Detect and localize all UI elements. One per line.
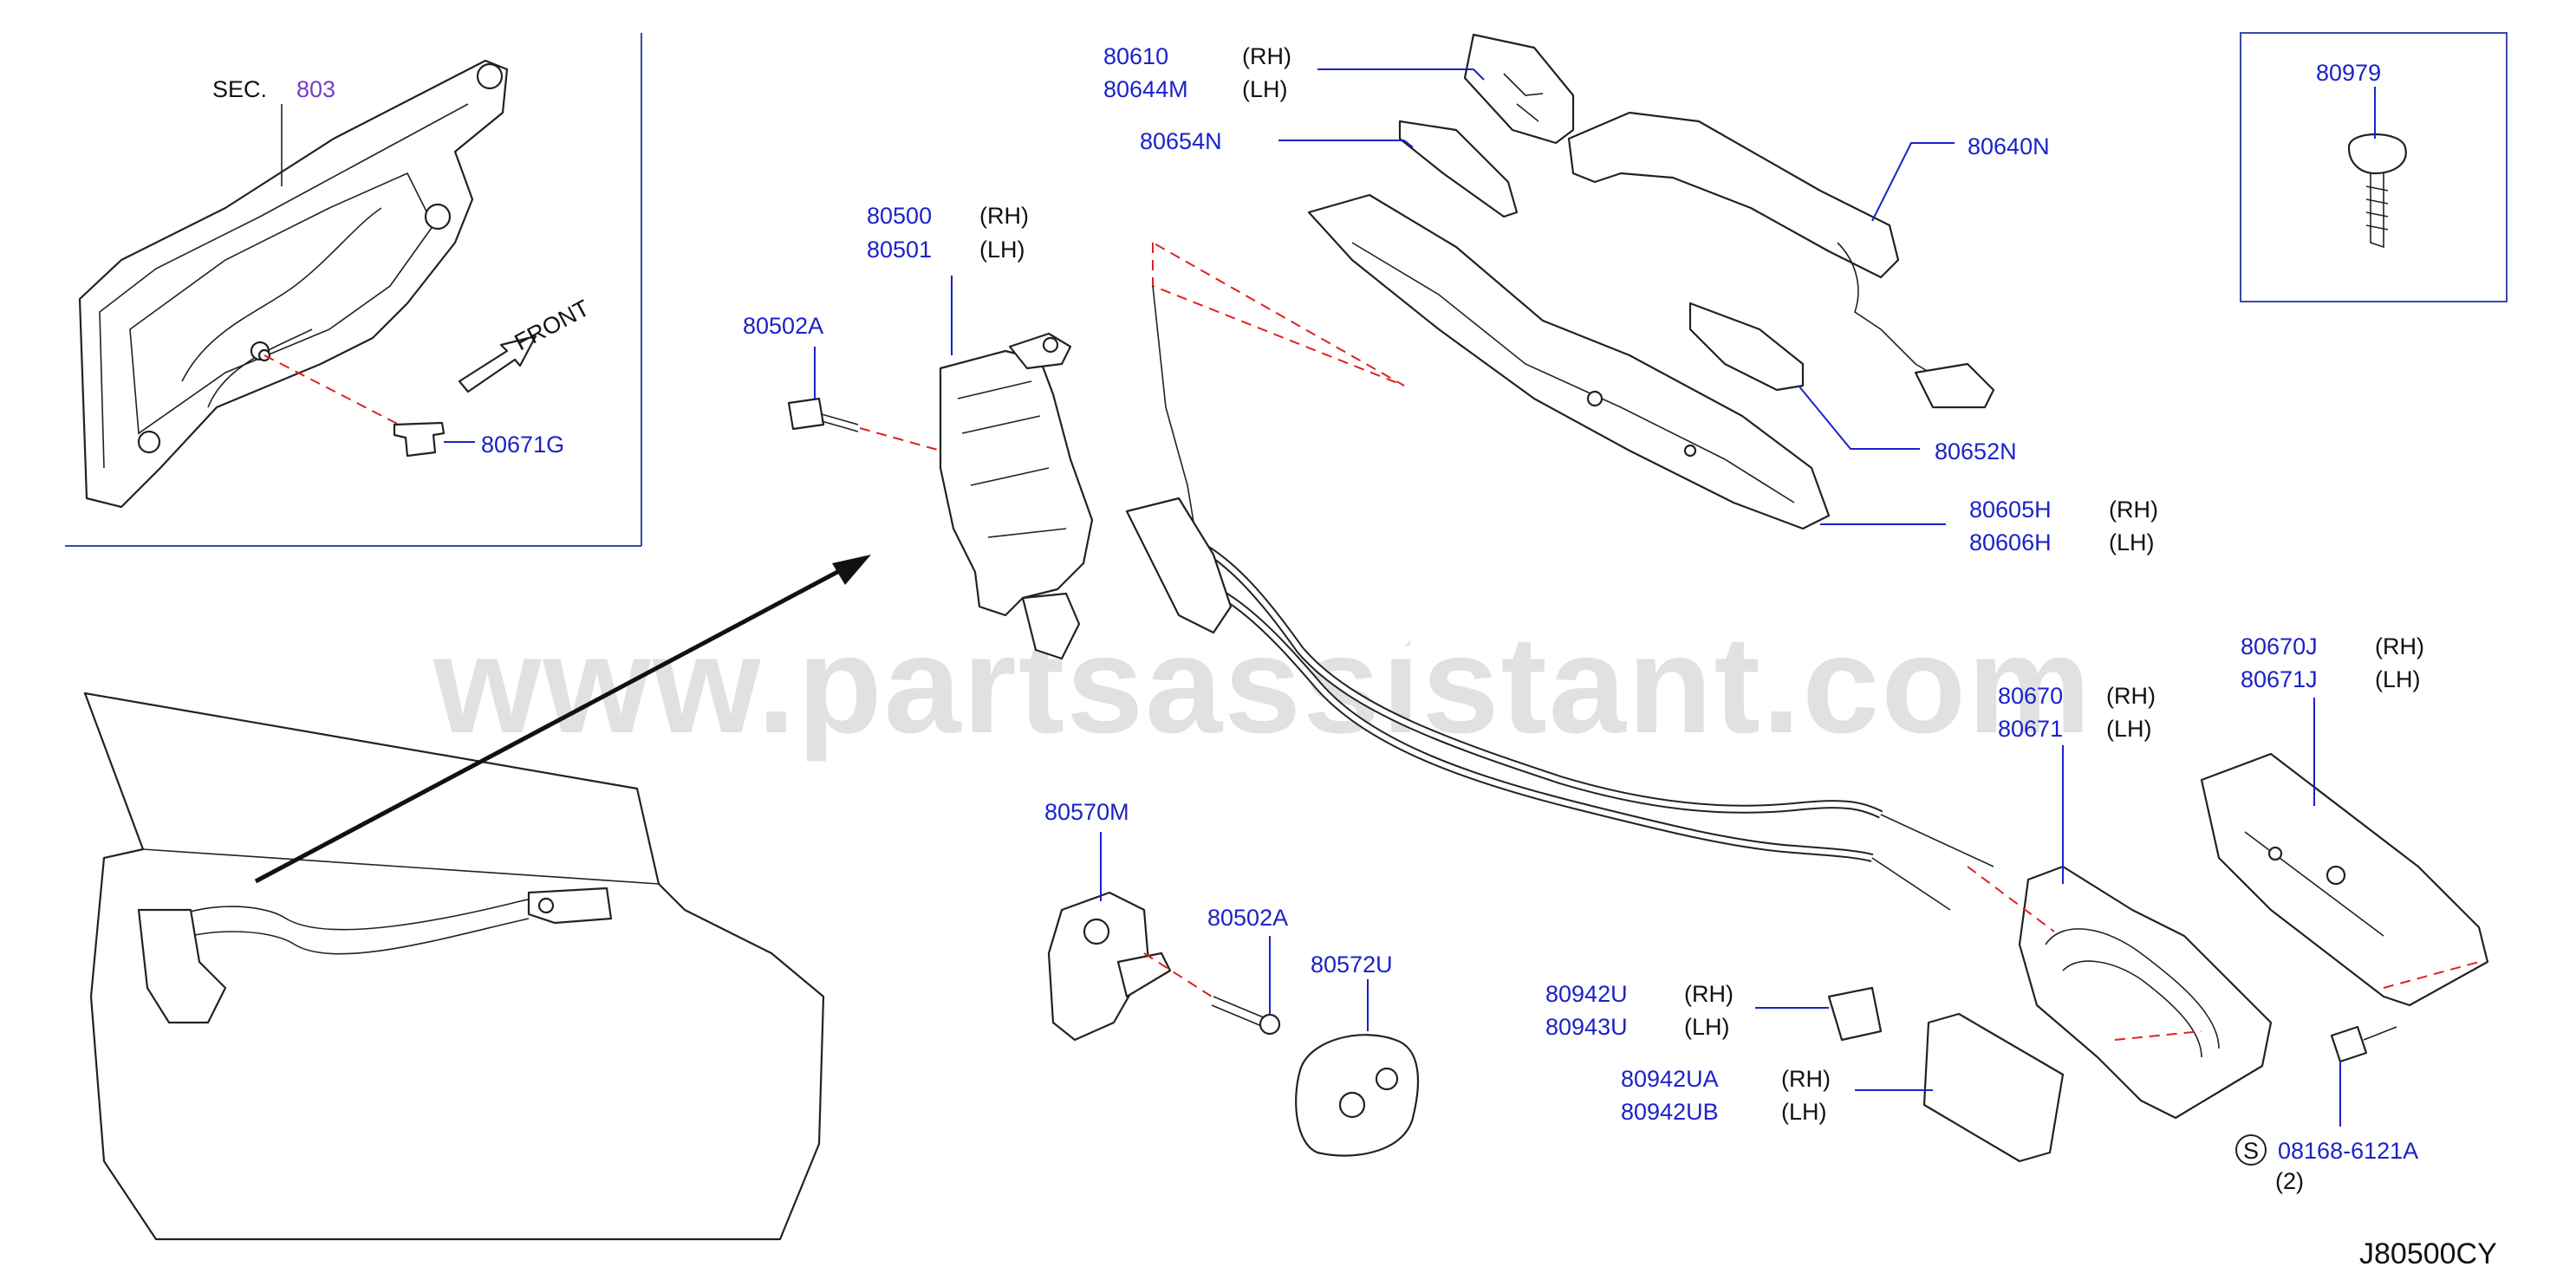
- part-number-80502A-top[interactable]: 80502A: [743, 313, 823, 339]
- part-side-80605H: (RH): [2109, 497, 2158, 523]
- part-number-80654N[interactable]: 80654N: [1140, 128, 1222, 154]
- part-side-80610: (RH): [1242, 43, 1291, 69]
- part-side-80942U: (RH): [1684, 981, 1734, 1007]
- part-number-80652N[interactable]: 80652N: [1935, 438, 2017, 464]
- part-number-80670[interactable]: 80670: [1998, 683, 2063, 709]
- part-number-80572U[interactable]: 80572U: [1311, 952, 1393, 977]
- part-side-80671: (LH): [2106, 716, 2152, 742]
- part-number-80942UB[interactable]: 80942UB: [1621, 1099, 1719, 1125]
- front-direction-label: FRONT: [511, 295, 594, 355]
- diagram-code: J80500CY: [2359, 1237, 2497, 1270]
- part-number-80610[interactable]: 80610: [1103, 43, 1168, 69]
- part-side-80606H: (LH): [2109, 529, 2155, 555]
- part-labels: 80610 (RH) 80644M (LH) 80654N 80640N 809…: [481, 43, 2497, 1270]
- grommet-frame: [2240, 32, 2508, 302]
- part-number-80640N[interactable]: 80640N: [1968, 133, 2050, 159]
- part-number-80570M[interactable]: 80570M: [1044, 799, 1129, 825]
- part-side-80501: (LH): [979, 237, 1025, 263]
- part-number-80979[interactable]: 80979: [2316, 60, 2381, 86]
- part-side-80942UA: (RH): [1781, 1066, 1831, 1092]
- part-number-80605H[interactable]: 80605H: [1969, 497, 2052, 523]
- part-number-80671[interactable]: 80671: [1998, 716, 2063, 742]
- part-number-80942UA[interactable]: 80942UA: [1621, 1066, 1719, 1092]
- part-side-80500: (RH): [979, 203, 1029, 229]
- part-number-80606H[interactable]: 80606H: [1969, 529, 2052, 555]
- part-number-80671J[interactable]: 80671J: [2241, 666, 2318, 692]
- part-side-80671J: (LH): [2375, 666, 2421, 692]
- part-side-80670J: (RH): [2375, 633, 2424, 659]
- part-number-80671G[interactable]: 80671G: [481, 432, 564, 458]
- door-outline: [83, 555, 871, 1241]
- part-number-80943U[interactable]: 80943U: [1545, 1014, 1628, 1040]
- part-side-80670: (RH): [2106, 683, 2156, 709]
- inset-door-panel: SEC. 803 FRONT: [65, 33, 642, 547]
- exploded-parts: [787, 33, 2489, 1163]
- part-number-80501[interactable]: 80501: [867, 237, 932, 263]
- part-number-80502A-bottom[interactable]: 80502A: [1207, 905, 1288, 931]
- part-number-80644M[interactable]: 80644M: [1103, 76, 1188, 102]
- watermark: www.partsassistant.com: [433, 607, 2092, 762]
- leader-lines: [814, 68, 2376, 1127]
- part-number-80942U[interactable]: 80942U: [1545, 981, 1628, 1007]
- part-number-80670J[interactable]: 80670J: [2241, 633, 2318, 659]
- part-number-08168-6121A[interactable]: 08168-6121A: [2278, 1138, 2418, 1164]
- part-number-80500[interactable]: 80500: [867, 203, 932, 229]
- part-side-80644M: (LH): [1242, 76, 1288, 102]
- section-ref-number[interactable]: 803: [296, 76, 335, 102]
- bolt-quantity: (2): [2275, 1168, 2304, 1194]
- standard-part-symbol-circle: [2235, 1134, 2267, 1166]
- standard-part-symbol: S: [2243, 1138, 2259, 1164]
- part-side-80942UB: (LH): [1781, 1099, 1827, 1125]
- section-ref-prefix: SEC.: [212, 76, 267, 102]
- part-side-80943U: (LH): [1684, 1014, 1730, 1040]
